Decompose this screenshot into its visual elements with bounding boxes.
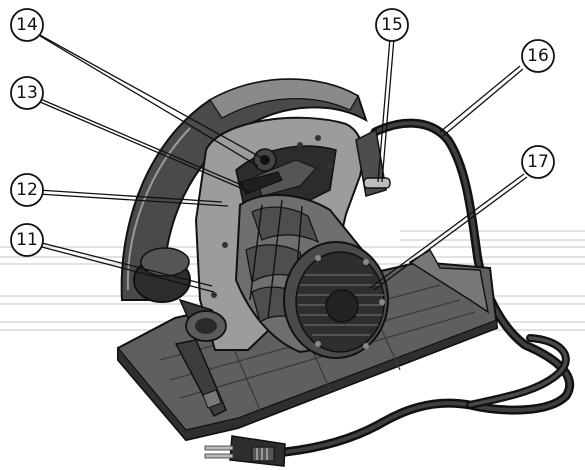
callout-17-label: 17 <box>527 152 549 172</box>
callout-14-label: 14 <box>16 15 38 35</box>
lock-knob <box>253 148 277 172</box>
callout-12-label: 12 <box>16 180 38 200</box>
callout-11: 11 <box>10 223 44 257</box>
callout-15: 15 <box>375 8 409 42</box>
callout-13-label: 13 <box>16 83 38 103</box>
front-bracket <box>174 339 227 417</box>
callout-14: 14 <box>10 8 44 42</box>
callout-leaders <box>37 33 528 293</box>
callout-17: 17 <box>521 145 555 179</box>
callout-13: 13 <box>10 76 44 110</box>
callout-16-label: 16 <box>527 46 549 66</box>
power-plug <box>204 435 286 467</box>
callout-11-label: 11 <box>16 230 38 250</box>
callout-12: 12 <box>10 173 44 207</box>
callout-15-label: 15 <box>381 15 403 35</box>
callout-16: 16 <box>521 39 555 73</box>
power-cord <box>280 118 575 457</box>
motor-end-cap <box>283 241 389 359</box>
front-handle <box>133 247 227 342</box>
blade-guard <box>120 78 368 301</box>
